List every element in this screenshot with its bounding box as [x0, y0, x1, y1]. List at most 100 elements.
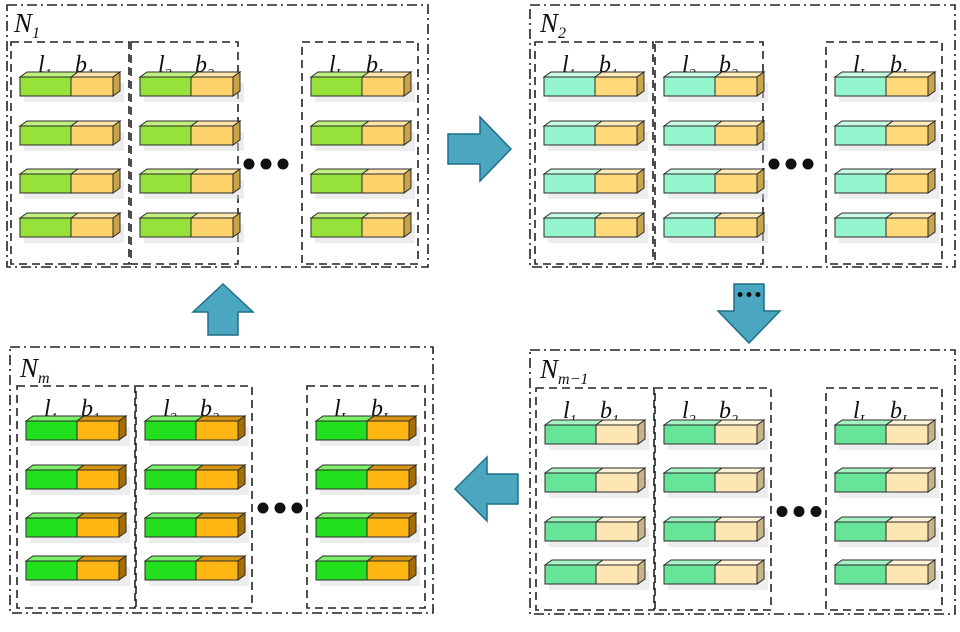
- l-segment-top: [662, 168, 724, 175]
- solution-brick: [18, 212, 124, 243]
- b-segment: [714, 76, 758, 97]
- solution-brick: [662, 212, 768, 243]
- b-segment-top: [884, 467, 937, 474]
- solution-brick: [309, 120, 415, 151]
- b-segment-top: [360, 120, 413, 127]
- b-segment-top: [884, 168, 937, 175]
- solution-brick: [542, 120, 648, 151]
- l-segment-top: [833, 419, 895, 426]
- b-segment: [885, 472, 929, 493]
- arrow-ellipsis: •••: [736, 288, 763, 304]
- b-segment: [885, 76, 929, 97]
- population-frame: [9, 346, 434, 614]
- l-segment-top: [138, 120, 200, 127]
- solution-brick: [138, 212, 244, 243]
- ellipsis-dots: [257, 502, 303, 514]
- solution-brick: [543, 467, 649, 498]
- b-segment: [885, 217, 929, 238]
- column-frame: [535, 387, 655, 611]
- b-segment: [366, 560, 410, 581]
- l-segment-top: [138, 212, 200, 219]
- l-segment: [543, 125, 596, 146]
- l-segment: [543, 173, 596, 194]
- b-segment-top: [713, 559, 766, 566]
- population-block: N1l1b1l2b2lLbL: [6, 4, 429, 268]
- population-frame: [529, 4, 956, 268]
- solution-brick: [833, 516, 939, 547]
- population-title-symbol: N: [13, 8, 34, 38]
- l-segment: [663, 125, 716, 146]
- l-segment: [315, 517, 368, 538]
- b-segment-top: [593, 120, 646, 127]
- b-segment-top: [713, 419, 766, 426]
- b-segment: [366, 469, 410, 490]
- population-frame: [529, 349, 956, 615]
- l-segment-top: [543, 467, 605, 474]
- solution-brick: [833, 168, 939, 199]
- solution-brick: [662, 516, 768, 547]
- solution-brick: [833, 71, 939, 102]
- b-segment-top: [365, 415, 418, 422]
- b-segment: [366, 517, 410, 538]
- l-segment: [144, 420, 197, 441]
- l-segment: [144, 517, 197, 538]
- column-frame: [301, 41, 419, 265]
- b-segment-top: [884, 559, 937, 566]
- b-segment-top: [593, 168, 646, 175]
- l-segment: [543, 76, 596, 97]
- b-segment: [885, 173, 929, 194]
- l-segment: [25, 517, 78, 538]
- b-segment-top: [194, 464, 247, 471]
- l-label-symbol: l: [853, 398, 860, 424]
- l-segment: [19, 76, 72, 97]
- l-label-symbol: l: [38, 52, 45, 78]
- l-segment-top: [18, 120, 80, 127]
- l-label-symbol: l: [853, 52, 860, 78]
- b-segment: [714, 125, 758, 146]
- l-segment: [834, 564, 887, 585]
- ellipsis-dot: [260, 158, 272, 170]
- l-segment-top: [662, 516, 724, 523]
- b-segment: [714, 472, 758, 493]
- b-segment: [76, 469, 120, 490]
- l-segment-top: [662, 419, 724, 426]
- l-segment-top: [662, 559, 724, 566]
- l-segment-top: [833, 120, 895, 127]
- ellipsis-dot: [291, 502, 303, 514]
- b-segment: [714, 173, 758, 194]
- l-segment-top: [542, 168, 604, 175]
- b-segment: [885, 521, 929, 542]
- b-segment: [361, 76, 405, 97]
- solution-brick: [143, 512, 249, 543]
- b-segment: [594, 217, 638, 238]
- b-segment-top: [75, 555, 128, 562]
- b-label-symbol: b: [890, 398, 902, 424]
- column-frame: [654, 41, 764, 265]
- l-label-symbol: l: [329, 52, 336, 78]
- l-segment-top: [833, 71, 895, 78]
- solution-brick: [662, 419, 768, 450]
- b-segment-top: [594, 419, 647, 426]
- l-segment-top: [662, 212, 724, 219]
- b-segment-top: [189, 168, 242, 175]
- l-segment: [663, 76, 716, 97]
- b-segment: [714, 217, 758, 238]
- b-segment-top: [713, 71, 766, 78]
- l-segment-top: [24, 415, 86, 422]
- l-segment: [144, 469, 197, 490]
- b-segment-top: [360, 212, 413, 219]
- l-segment: [834, 424, 887, 445]
- ellipsis-dot: [768, 158, 780, 170]
- l-segment-top: [143, 555, 205, 562]
- b-segment: [195, 560, 239, 581]
- tabu-list-column: l2b2: [130, 41, 244, 265]
- solution-brick: [833, 419, 939, 450]
- b-segment: [361, 125, 405, 146]
- tabu-list-column: l1b1: [16, 385, 136, 609]
- column-frame: [306, 385, 426, 609]
- b-segment: [714, 424, 758, 445]
- population-title-symbol: N: [539, 354, 560, 384]
- b-segment-top: [189, 212, 242, 219]
- column-frame: [135, 385, 253, 609]
- l-segment: [315, 420, 368, 441]
